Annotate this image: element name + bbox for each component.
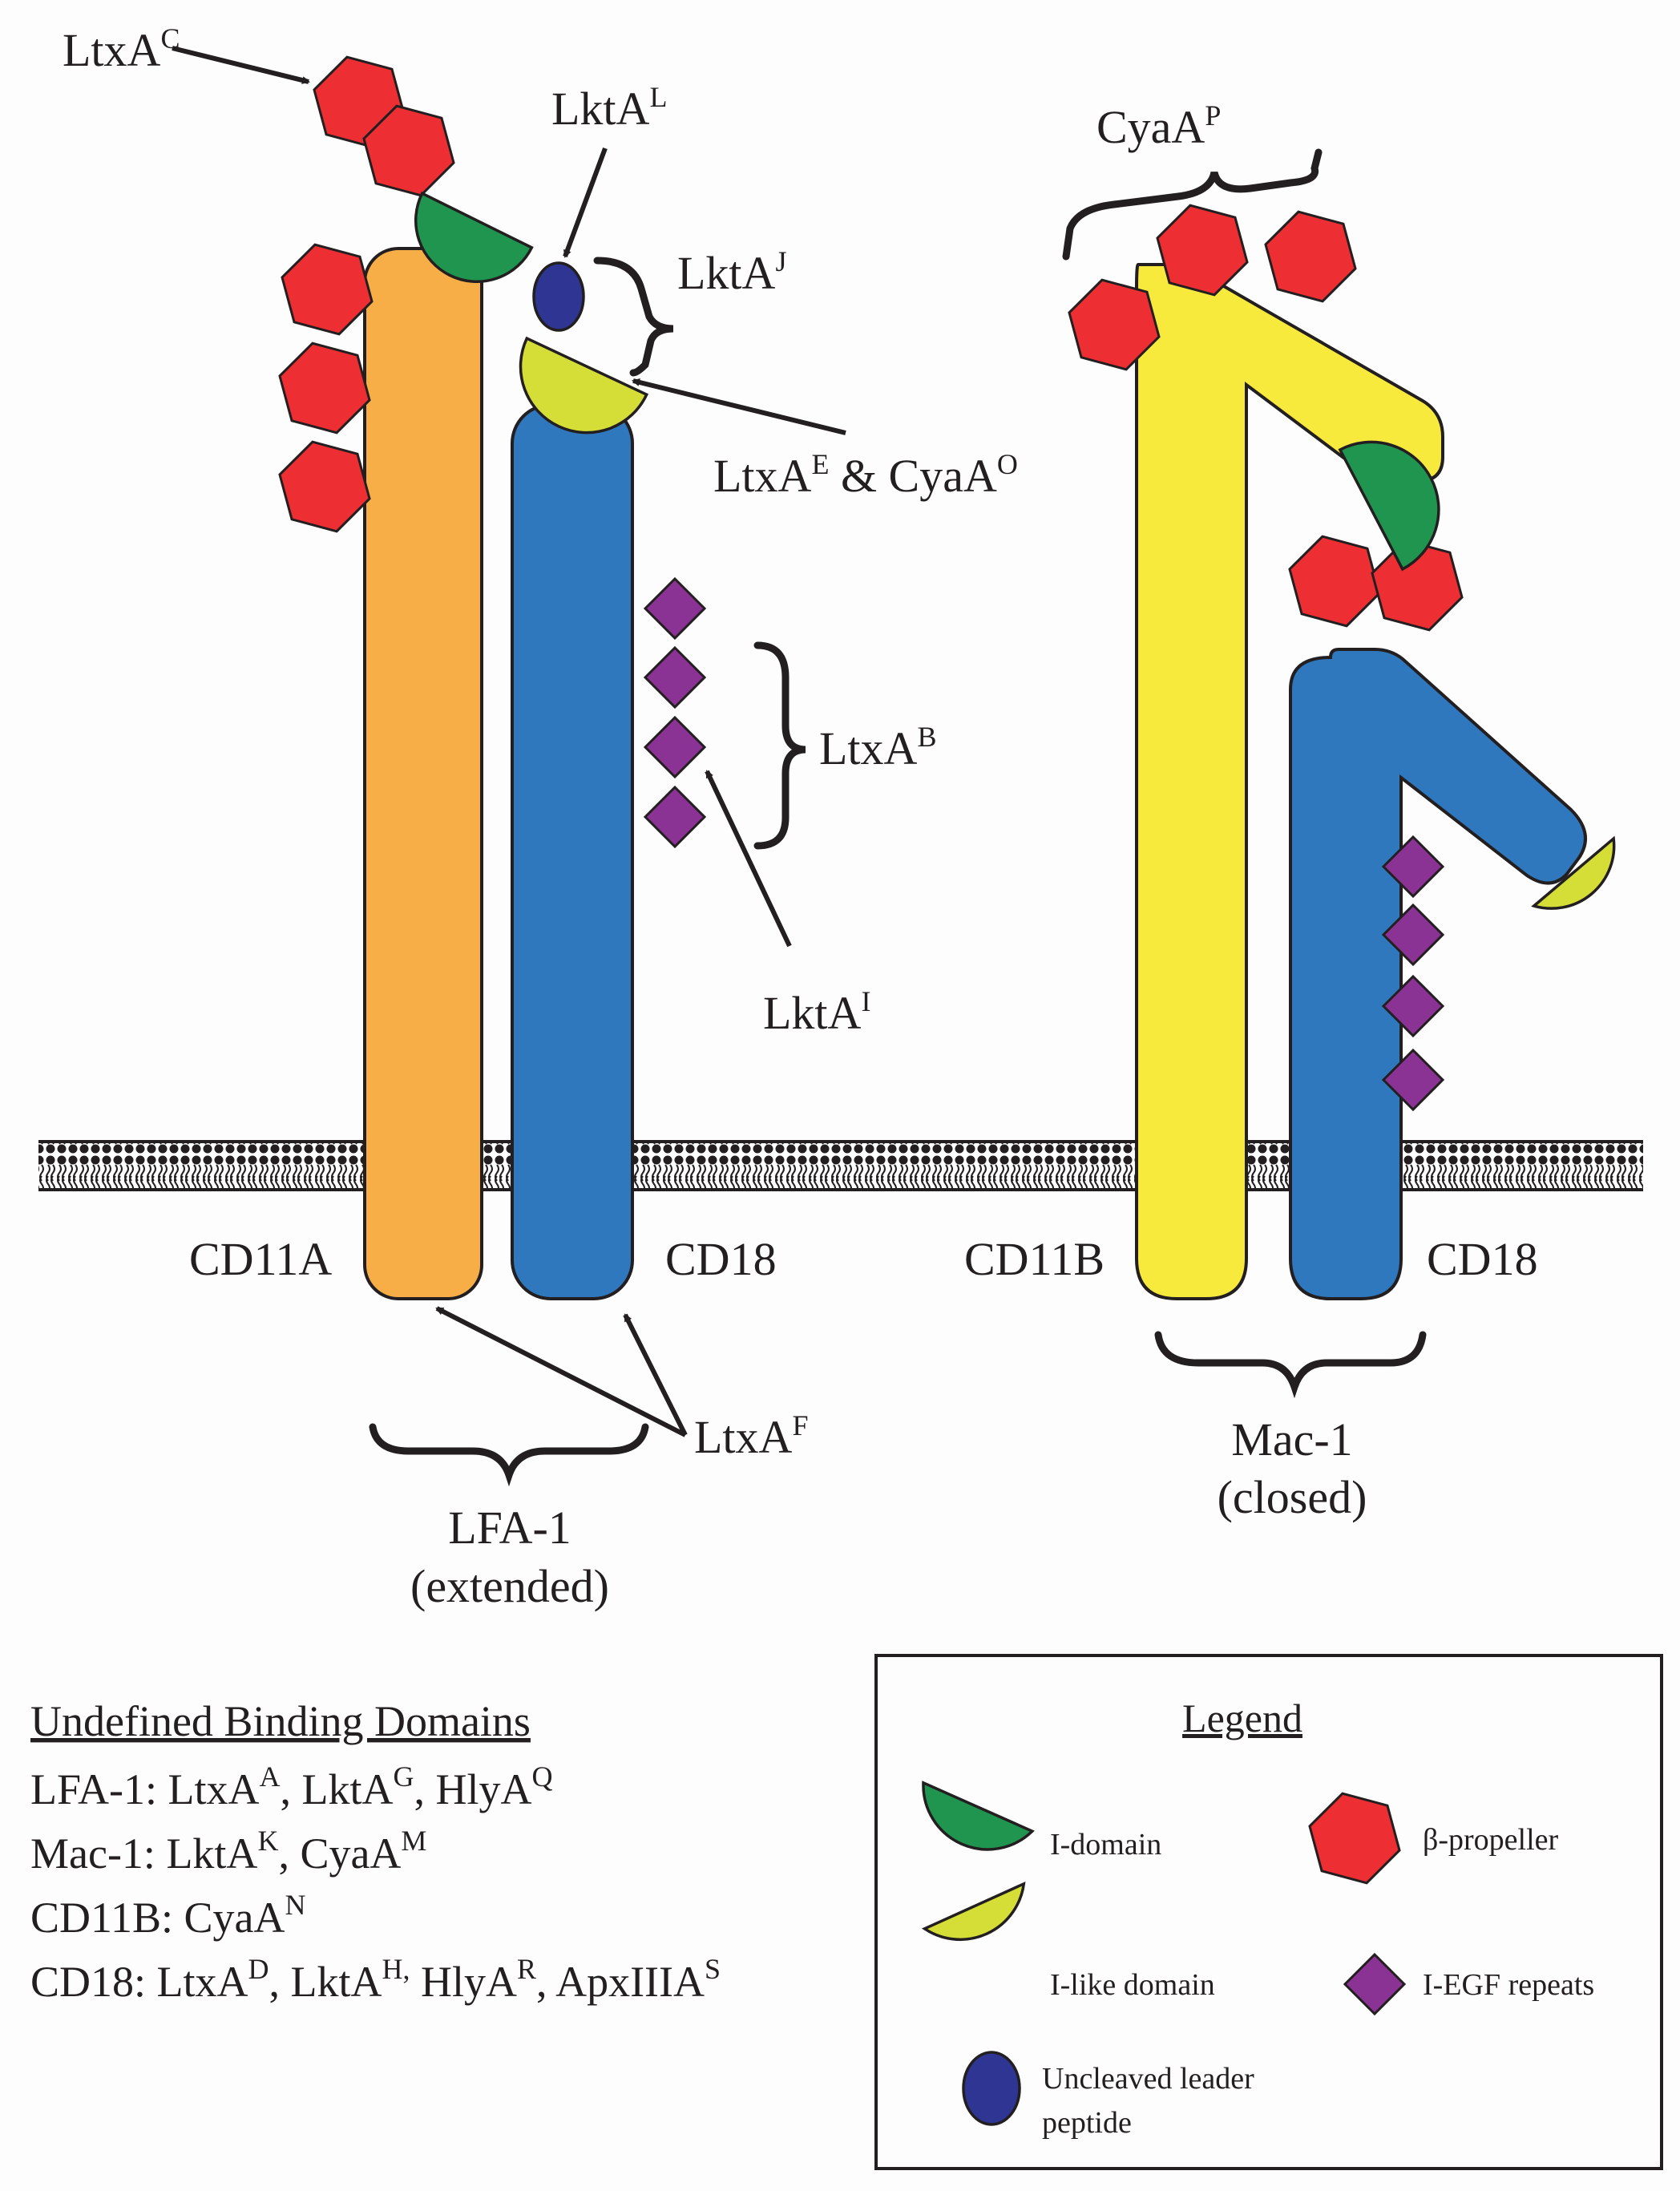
label-ltxa-f: LtxAF <box>694 1409 808 1463</box>
label-mac1: Mac-1 <box>1231 1413 1352 1465</box>
cd11b-subunit <box>1135 263 1444 1300</box>
legend-leader-label-2: peptide <box>1042 2106 1132 2140</box>
bracket-lfa1 <box>369 1423 649 1487</box>
mac1-complex <box>1057 198 1616 1300</box>
bracket-ltxa-b <box>753 641 806 850</box>
label-ltxa-c: LtxAC <box>63 22 180 76</box>
bracket-lkta-j <box>593 257 674 377</box>
legend-beta-propeller-icon <box>1298 1786 1411 1890</box>
i-domain-icon <box>414 191 534 283</box>
undefined-domains-title: Undefined Binding Domains <box>30 1697 531 1745</box>
legend-i-domain-label: I-domain <box>1050 1828 1161 1862</box>
diagram-labels: LtxAC LktAL LktAJ LtxAE & CyaAO LtxAB Lk… <box>63 22 1538 1612</box>
legend-leader-peptide-icon <box>962 2051 1021 2126</box>
arrow-ltxa-f-cd18 <box>623 1313 688 1437</box>
i-egf-repeats-icon <box>644 577 706 848</box>
label-lfa1: LFA-1 <box>448 1502 571 1554</box>
label-lkta-i: LktAI <box>763 985 870 1039</box>
i-domain-icon <box>1338 440 1440 572</box>
brackets <box>369 148 1427 1487</box>
legend-i-egf-icon <box>1343 1953 1406 2015</box>
i-like-domain-icon <box>1531 835 1616 910</box>
legend-i-like-domain-label: I-like domain <box>1050 1968 1215 2002</box>
label-mac1-state: (closed) <box>1218 1471 1367 1523</box>
legend-i-domain-icon <box>922 1781 1035 1851</box>
ud-row-cd18: CD18: LtxAD, LktAH, HlyAR, ApxIIIAS <box>30 1953 721 2006</box>
legend-leader-label-1: Uncleaved leader <box>1042 2062 1254 2096</box>
arrow-lkta-i <box>705 770 792 948</box>
i-like-domain-icon <box>519 336 649 435</box>
ud-row-mac1: Mac-1: LktAK, CyaAM <box>30 1825 426 1878</box>
label-lkta-j: LktAJ <box>677 245 786 299</box>
cd18-subunit-mac1 <box>1289 648 1587 1300</box>
bracket-mac1 <box>1154 1331 1427 1399</box>
legend-title: Legend <box>1182 1696 1302 1740</box>
arrows <box>172 46 846 1437</box>
undefined-binding-domains: Undefined Binding Domains LFA-1: LtxAA, … <box>30 1697 721 2006</box>
legend-box: Legend I-domain β-propeller I-like domai… <box>874 1654 1663 2170</box>
legend-i-like-domain-icon <box>921 1881 1026 1942</box>
label-lkta-l: LktAL <box>551 81 667 135</box>
lfa1-complex <box>268 50 706 1300</box>
leader-peptide-icon <box>532 261 585 332</box>
ud-row-cd11b: CD11B: CyaAN <box>30 1889 306 1942</box>
bracket-cyaa-p <box>1062 148 1323 261</box>
label-cd11b: CD11B <box>964 1233 1105 1285</box>
arrow-ltxa-f-cd11a <box>435 1306 687 1437</box>
label-cd18-right: CD18 <box>1427 1233 1538 1285</box>
label-ltxa-b: LtxAB <box>819 721 936 774</box>
label-ltxa-e-cyaa-o: LtxAE & CyaAO <box>713 448 1018 502</box>
label-cyaa-p: CyaAP <box>1096 99 1221 153</box>
arrow-ltxa-c <box>172 46 310 84</box>
arrow-ltxa-e <box>632 378 846 435</box>
label-cd11a: CD11A <box>189 1233 332 1285</box>
arrow-lkta-l <box>563 147 608 258</box>
ud-row-lfa1: LFA-1: LtxAA, LktAG, HlyAQ <box>30 1760 553 1813</box>
legend-beta-propeller-label: β-propeller <box>1423 1823 1558 1857</box>
legend-i-egf-label: I-EGF repeats <box>1423 1968 1594 2002</box>
cd11a-subunit <box>363 247 483 1300</box>
label-lfa1-state: (extended) <box>410 1560 609 1612</box>
label-cd18-left: CD18 <box>665 1233 777 1285</box>
cd18-subunit-lfa1 <box>511 403 634 1300</box>
